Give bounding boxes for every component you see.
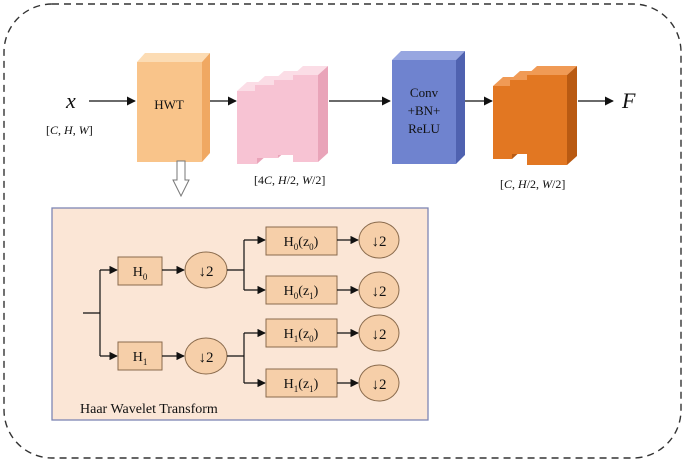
h1z0-downsample-label: ↓2 — [372, 327, 387, 343]
h1z1-downsample-label: ↓2 — [372, 377, 387, 393]
hwt-block-side — [202, 53, 210, 162]
h1-label: H1 — [133, 350, 148, 367]
h0z1-downsample-label: ↓2 — [372, 284, 387, 300]
hwt-block: HWT — [137, 53, 210, 162]
haar-panel-title: Haar Wavelet Transform — [80, 402, 218, 417]
h0z0-filter-box — [265, 226, 338, 256]
conv-bn-relu-block: Conv +BN+ ReLU — [392, 51, 465, 164]
haar-panel: H0 ↓2 H0(z0) ↓2 H0(z1) ↓2 H1 ↓2 H1(z0) ↓… — [51, 207, 429, 421]
hollow-down-arrow — [172, 160, 190, 198]
conv-label-line2: +BN+ — [408, 103, 441, 118]
h1z1-downsample-node — [358, 364, 400, 402]
hwt-label: HWT — [154, 97, 184, 112]
h0z0-downsample-node — [358, 221, 400, 259]
h1z0-downsample-node — [358, 314, 400, 352]
h1z0-label: H1(z0) — [284, 327, 319, 344]
conv-label-line1: Conv — [410, 85, 439, 100]
output-feature-maps — [493, 66, 577, 165]
hwt-block-top — [137, 53, 210, 62]
h0z1-downsample-node — [358, 271, 400, 309]
conv-block-top — [392, 51, 465, 60]
h1z1-label: H1(z1) — [284, 377, 319, 394]
h1-downsample-label: ↓2 — [199, 350, 214, 366]
subband-feature-maps — [237, 66, 328, 164]
h1z1-filter-box — [265, 368, 338, 398]
h0z0-downsample-label: ↓2 — [372, 234, 387, 250]
conv-block-side — [456, 51, 465, 164]
h0z1-label: H0(z1) — [284, 284, 319, 301]
mid-shape-label: [4C, H/2, W/2] — [254, 173, 325, 187]
input-symbol: x — [65, 88, 76, 113]
h0-downsample-label: ↓2 — [199, 264, 214, 280]
h0z0-label: H0(z0) — [284, 235, 319, 252]
h1-filter-box — [117, 341, 163, 371]
input-shape-label: [C, H, W] — [46, 123, 93, 137]
output-symbol: F — [621, 88, 636, 113]
pink-map-4 — [293, 66, 328, 162]
h1z0-filter-box — [265, 318, 338, 348]
outer-dashed-frame — [3, 3, 682, 459]
conv-label-line3: ReLU — [408, 121, 440, 136]
h0-label: H0 — [133, 265, 148, 282]
orange-map-3 — [527, 66, 577, 165]
hwt-block-front — [137, 62, 202, 162]
output-shape-label: [C, H/2, W/2] — [500, 177, 565, 191]
h0-filter-box — [117, 256, 163, 286]
conv-block-front — [392, 60, 456, 164]
